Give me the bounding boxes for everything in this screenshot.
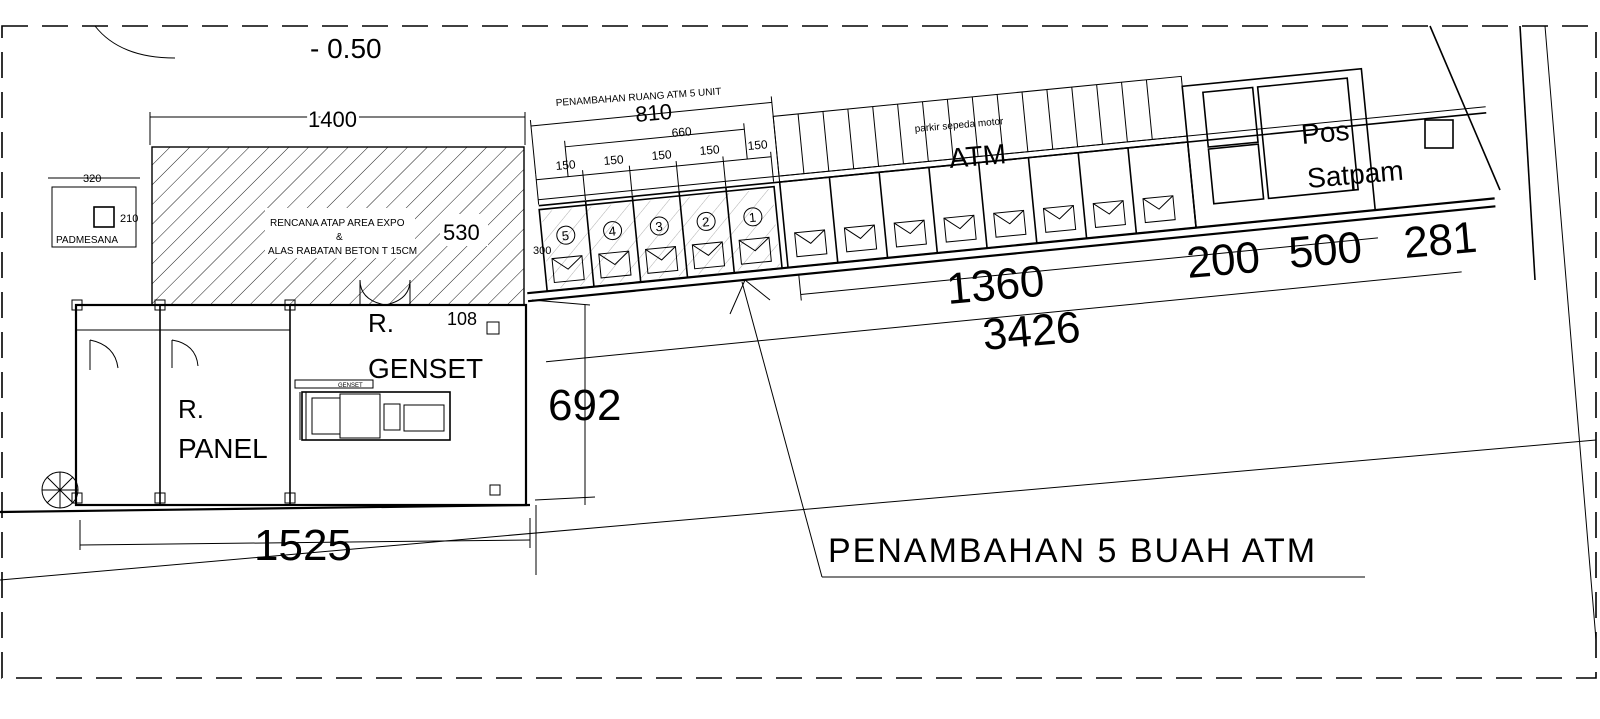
atm-unit-2: 2: [701, 214, 710, 230]
dim-281: 281: [1402, 213, 1479, 268]
atm-unit-booths: 1 2 3 4 5: [556, 207, 763, 245]
dim-810: 810: [634, 99, 673, 127]
callout-label: PENAMBAHAN 5 BUAH ATM: [828, 532, 1317, 570]
dim-200: 200: [1185, 233, 1262, 288]
padmesana-block: 320 210 PADMESANA: [48, 173, 140, 248]
dim-1525: 1525: [254, 521, 352, 570]
dim-3426: 3426: [981, 303, 1083, 360]
room-genset-label-2: GENSET: [368, 353, 483, 384]
atm-unit-3: 3: [655, 219, 664, 235]
expo-label-2: &: [336, 232, 343, 243]
dim-500: 500: [1287, 223, 1364, 278]
dim-300: 300: [533, 245, 551, 257]
dim-150: 150: [651, 147, 672, 163]
room-genset-label-1: R.: [368, 308, 394, 338]
atm-unit-4: 4: [608, 223, 617, 239]
dim-150: 150: [555, 157, 576, 173]
room-panel-label-2: PANEL: [178, 433, 268, 464]
dim-150: 150: [699, 142, 720, 158]
atm-strip: 1 2 3 4 5: [527, 67, 1496, 363]
genset-tag: GENSET: [338, 383, 363, 389]
dim-1360: 1360: [945, 257, 1047, 314]
dim-1400: 1400: [308, 107, 357, 132]
site-lines: [0, 25, 1597, 641]
atm-label: ATM: [948, 138, 1008, 174]
expo-label-1: RENCANA ATAP AREA EXPO: [270, 218, 405, 229]
building: R. GENSET 108 R. PANEL: [41, 279, 528, 509]
dim-660: 660: [671, 124, 692, 140]
dim-108: 108: [447, 309, 477, 329]
atm-unit-1: 1: [748, 210, 757, 226]
elevation-label: - 0.50: [310, 33, 382, 64]
parkir-label: parkir sepeda motor: [914, 116, 1004, 135]
dim-320: 320: [83, 173, 101, 185]
expo-label-3: ALAS RABATAN BETON T 15CM: [268, 246, 417, 257]
dim-210: 210: [120, 213, 138, 225]
dim-150: 150: [603, 152, 624, 168]
dim-692: 692: [548, 381, 621, 430]
room-panel-label-1: R.: [178, 394, 204, 424]
top-door-arc: [94, 25, 176, 59]
genset-machine: GENSET: [294, 379, 451, 441]
atm-unit-5: 5: [561, 228, 570, 244]
dim-530: 530: [443, 220, 480, 245]
padmesana-label: PADMESANA: [56, 235, 118, 246]
sheet-border: [1, 25, 1597, 679]
pos-label: Pos: [1300, 115, 1351, 150]
satpam-label: Satpam: [1306, 155, 1405, 194]
expo-area: 1400 RENCANA ATAP AREA EXPO & ALAS RABAT…: [149, 104, 526, 306]
dim-150: 150: [747, 137, 768, 153]
